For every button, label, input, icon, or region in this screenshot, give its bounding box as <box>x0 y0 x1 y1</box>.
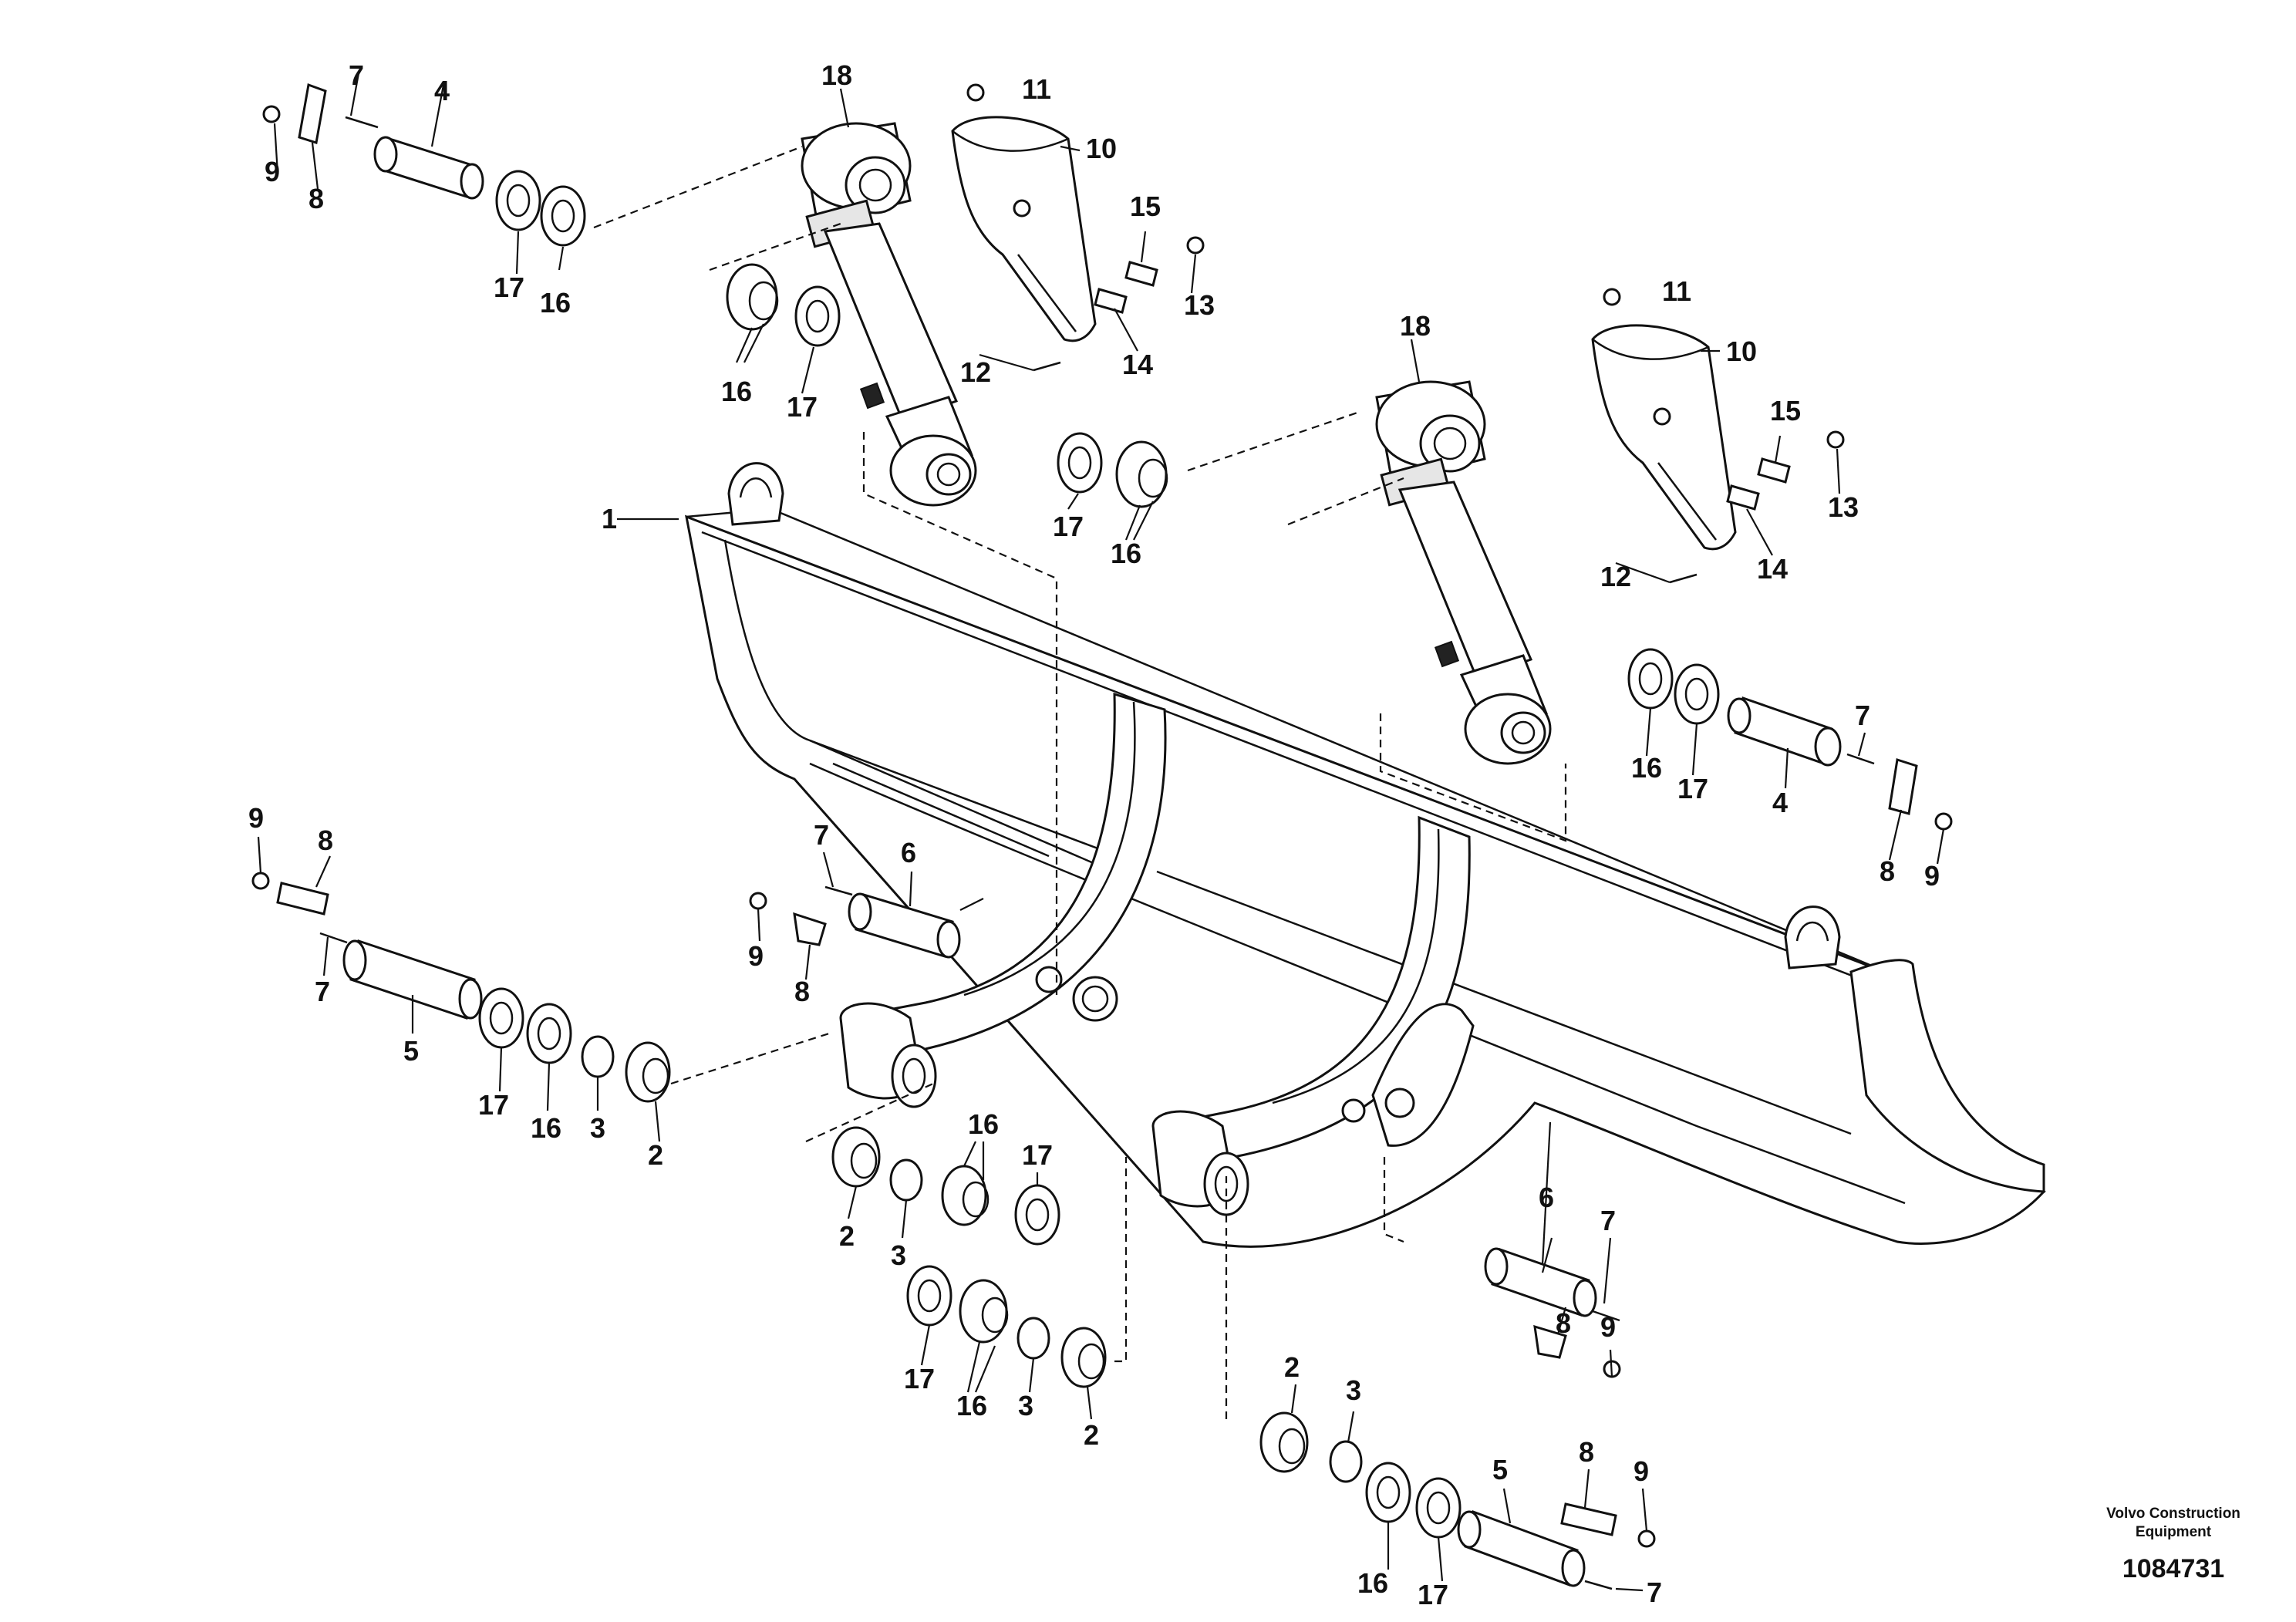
callout-7: 7 <box>1600 1205 1616 1236</box>
callout-16: 16 <box>721 376 752 407</box>
callout-17: 17 <box>1677 773 1708 804</box>
callout-9: 9 <box>1633 1455 1649 1487</box>
callout-17: 17 <box>904 1363 935 1394</box>
callout-16: 16 <box>956 1390 987 1421</box>
callout-16: 16 <box>1631 752 1662 784</box>
callout-6: 6 <box>1539 1182 1554 1213</box>
callout-8: 8 <box>308 183 324 214</box>
callout-17: 17 <box>478 1089 509 1121</box>
callout-2: 2 <box>1084 1419 1099 1451</box>
brand-line-2: Equipment <box>2136 1524 2212 1540</box>
callout-18: 18 <box>821 59 852 91</box>
callout-2: 2 <box>648 1139 663 1171</box>
callout-17: 17 <box>1022 1139 1053 1171</box>
hydraulic-cylinder-right <box>1375 380 1552 765</box>
callout-7: 7 <box>814 819 829 851</box>
callout-7: 7 <box>349 59 364 91</box>
callout-14: 14 <box>1122 349 1153 380</box>
callout-16: 16 <box>968 1108 999 1140</box>
callout-16: 16 <box>531 1112 561 1144</box>
callout-3: 3 <box>1346 1374 1361 1406</box>
hydraulic-cylinder-left <box>801 122 977 507</box>
callout-3: 3 <box>891 1239 906 1271</box>
brand-line-1: Volvo Construction <box>2106 1506 2240 1522</box>
callout-3: 3 <box>590 1112 605 1144</box>
callout-17: 17 <box>494 271 524 303</box>
callout-labels: 1 2 2 2 2 3 3 3 3 4 4 5 5 6 6 7 7 7 7 7 … <box>248 59 1940 1610</box>
callout-10: 10 <box>1726 336 1757 367</box>
callout-1: 1 <box>602 503 617 534</box>
cylinder-guard-right <box>1591 324 1737 551</box>
callout-6: 6 <box>901 837 916 868</box>
callout-15: 15 <box>1130 191 1161 222</box>
bucket <box>685 462 2046 1248</box>
callout-16: 16 <box>1357 1567 1388 1599</box>
callout-10: 10 <box>1086 133 1117 164</box>
callout-7: 7 <box>315 976 330 1007</box>
callout-12: 12 <box>960 356 991 388</box>
callout-2: 2 <box>839 1220 855 1252</box>
callout-14: 14 <box>1757 553 1788 585</box>
callout-12: 12 <box>1600 561 1631 592</box>
callout-4: 4 <box>1772 787 1788 818</box>
callout-17: 17 <box>1053 511 1084 542</box>
callout-8: 8 <box>1579 1436 1594 1468</box>
callout-8: 8 <box>794 976 810 1007</box>
callout-3: 3 <box>1018 1390 1033 1421</box>
callout-9: 9 <box>248 802 264 834</box>
pin-assemblies <box>342 136 1842 1587</box>
callout-18: 18 <box>1400 310 1431 342</box>
callout-8: 8 <box>1880 855 1895 887</box>
callout-7: 7 <box>1647 1576 1662 1608</box>
brand-block: Volvo Construction Equipment 1084731 <box>2106 1506 2240 1583</box>
callout-11: 11 <box>1022 73 1051 105</box>
callout-5: 5 <box>1492 1454 1508 1485</box>
callout-13: 13 <box>1828 491 1859 523</box>
callout-17: 17 <box>787 391 818 423</box>
callout-9: 9 <box>1600 1311 1616 1343</box>
document-number: 1084731 <box>2122 1554 2224 1583</box>
callout-4: 4 <box>434 75 450 106</box>
callout-15: 15 <box>1770 395 1801 427</box>
leader-lines <box>349 73 1720 1266</box>
fasteners <box>251 83 1953 1590</box>
callout-17: 17 <box>1418 1579 1448 1610</box>
cylinder-guard-left <box>951 116 1097 342</box>
callout-9: 9 <box>1924 860 1940 892</box>
callout-2: 2 <box>1284 1351 1300 1383</box>
callout-16: 16 <box>1111 538 1141 569</box>
callout-9: 9 <box>265 156 280 187</box>
callout-8: 8 <box>318 824 333 856</box>
alignment-lines <box>593 145 1567 1419</box>
callout-5: 5 <box>403 1035 419 1067</box>
callout-7: 7 <box>1855 700 1870 731</box>
callout-11: 11 <box>1662 275 1691 307</box>
callout-ticks <box>257 123 1945 1592</box>
callout-9: 9 <box>748 940 764 972</box>
callout-16: 16 <box>540 287 571 319</box>
callout-13: 13 <box>1184 289 1215 321</box>
